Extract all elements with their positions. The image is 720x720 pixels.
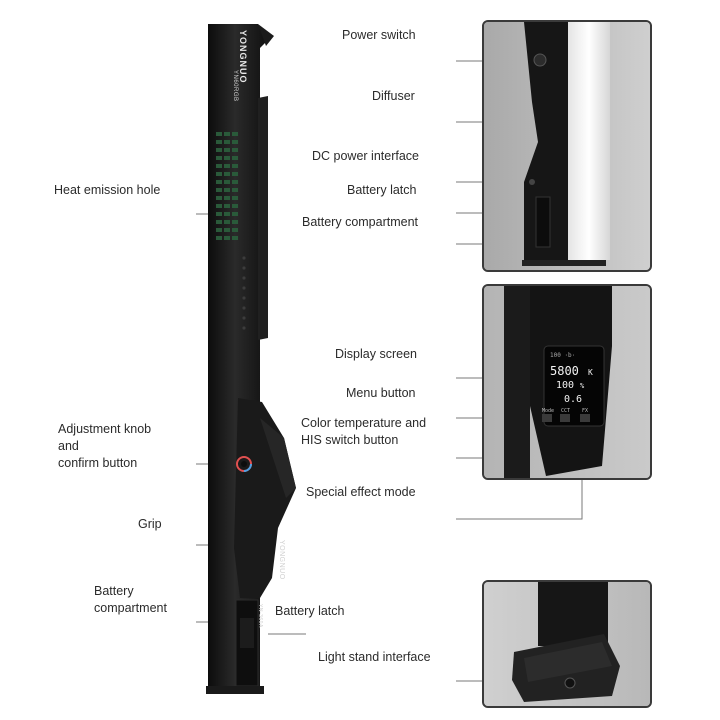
label-battery-latch-left: Battery latch <box>275 604 345 618</box>
label-special-effect-mode: Special effect mode <box>306 485 416 499</box>
label-grip: Grip <box>138 517 162 531</box>
tube-top-cap <box>258 24 274 46</box>
battery-model-label: YN-360A <box>257 604 263 628</box>
screen-color-temp-unit: K <box>588 368 593 377</box>
label-battery-latch-right: Battery latch <box>347 183 417 197</box>
screen-status: 100 ·b· <box>550 352 576 359</box>
model-label: YN60RGB <box>232 70 238 102</box>
screen-color-temp: 5800 <box>550 364 579 378</box>
screen-brightness-unit: % <box>580 382 585 390</box>
detail-top-illustration <box>484 22 650 270</box>
label-color-temp-button: Color temperature and HIS switch button <box>301 416 427 447</box>
detail-panel-top <box>482 20 652 272</box>
light-tube-full-view <box>206 24 296 694</box>
housing-base <box>522 260 606 266</box>
label-menu-button: Menu button <box>346 386 416 400</box>
tube-section-left <box>504 286 530 478</box>
label-display-screen: Display screen <box>335 347 417 361</box>
menu-button <box>542 414 552 422</box>
tube-foot <box>206 686 264 694</box>
label-power-switch: Power switch <box>342 28 416 42</box>
battery-compartment-detail <box>535 196 551 248</box>
screen-btn-fx: FX <box>582 408 589 414</box>
grip-brand-logo: YONGNUO <box>278 540 285 580</box>
label-light-stand-interface: Light stand interface <box>318 650 431 664</box>
detail-panel-middle: 100 ·b· 5800 K 100 % 0.6 Mode CCT FX <box>482 284 652 480</box>
adjustment-knob-ring-blue <box>236 456 252 472</box>
label-adjustment-knob: Adjustment knob and confirm button <box>58 422 152 470</box>
label-battery-compartment-right: Battery compartment <box>302 215 419 229</box>
detail-panel-bottom <box>482 580 652 708</box>
power-switch-knob <box>533 53 547 67</box>
screen-brightness: 100 <box>556 380 575 391</box>
brand-logo: YONGNUO <box>238 30 248 84</box>
battery-housing-bottom <box>538 582 608 646</box>
vent-dot-column <box>242 256 246 330</box>
housing-body <box>524 22 568 260</box>
label-battery-compartment-left: Battery compartment <box>94 584 167 615</box>
tube-side-fin <box>258 96 268 340</box>
grip-highlight <box>260 418 296 498</box>
label-heat-emission-hole: Heat emission hole <box>54 183 161 197</box>
heat-emission-holes <box>216 132 238 240</box>
base-top-face <box>524 642 612 682</box>
screen-value: 0.6 <box>564 394 583 405</box>
screen-btn-ct: CCT <box>561 408 571 414</box>
display-screen-frame <box>543 345 605 427</box>
label-dc-power-interface: DC power interface <box>312 149 419 163</box>
adjustment-knob-center <box>241 461 247 467</box>
dc-port <box>529 179 535 185</box>
label-diffuser: Diffuser <box>372 89 415 103</box>
light-stand-socket <box>564 677 576 689</box>
detail-middle-illustration <box>484 286 650 478</box>
color-temp-button <box>560 414 570 422</box>
battery-label-area <box>240 618 254 648</box>
screen-btn-menu: Mode <box>542 408 555 414</box>
diffuser-panel <box>568 22 610 260</box>
special-effect-button <box>580 414 590 422</box>
detail-bottom-illustration <box>484 582 650 706</box>
